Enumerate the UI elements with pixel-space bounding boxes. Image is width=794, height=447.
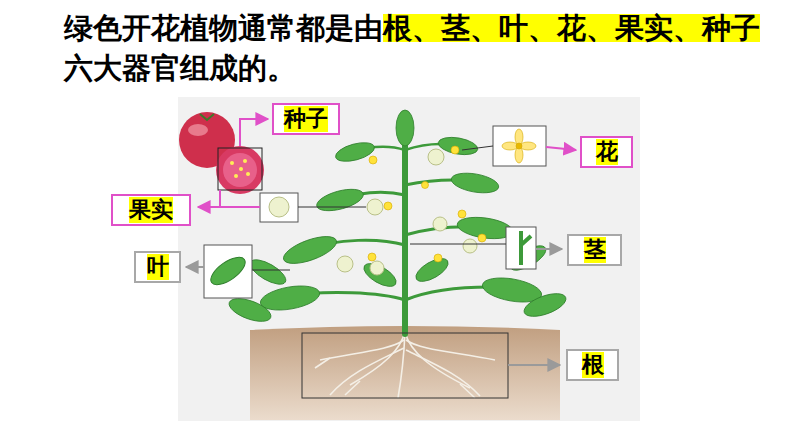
stem-thumbnail	[521, 231, 531, 265]
leader-lines	[462, 146, 493, 150]
pink-arrows	[240, 119, 268, 146]
stem-thumbnail	[506, 227, 536, 269]
label-box: 茎	[567, 234, 622, 266]
pink-arrows	[198, 206, 260, 208]
flower-thumbnail	[493, 126, 546, 166]
grey-arrows	[186, 266, 204, 268]
grey-arrows	[536, 248, 562, 250]
title: 绿色开花植物通常都是由根、茎、叶、花、果实、种子六大器官组成的。	[64, 8, 764, 88]
flowers	[478, 234, 486, 242]
tomato-thumbnails	[230, 159, 250, 178]
leaves	[334, 139, 377, 165]
label-box: 果实	[111, 194, 191, 226]
tomato-thumbnails	[234, 174, 238, 178]
label-box: 叶	[134, 251, 181, 283]
flower-thumbnail	[515, 147, 523, 163]
soil	[250, 326, 560, 420]
tomato-thumbnails	[200, 114, 214, 120]
leaves	[226, 294, 274, 326]
organ-label: 叶	[147, 254, 169, 280]
flower-thumbnail	[493, 126, 546, 166]
roots	[315, 358, 475, 398]
flowers	[422, 182, 429, 189]
tomato-thumbnails	[188, 124, 208, 136]
flowers	[458, 210, 466, 218]
stem	[402, 140, 408, 334]
flower-thumbnail	[502, 142, 518, 150]
leaves	[226, 110, 569, 326]
picture-ground	[178, 97, 640, 421]
roots	[350, 332, 405, 385]
fruits	[367, 199, 383, 215]
fruits	[428, 149, 444, 165]
leaf-thumbnail	[204, 245, 252, 298]
fruit-thumbnail	[260, 193, 298, 222]
stem	[280, 140, 520, 334]
fruit-thumbnail	[269, 197, 289, 217]
fruits	[337, 256, 353, 272]
flower-thumbnail	[502, 129, 536, 163]
tomato-thumbnails	[179, 112, 264, 194]
pink-arrows	[219, 190, 221, 206]
leaves	[247, 255, 290, 289]
tomato-thumbnails	[218, 148, 262, 190]
roots	[330, 348, 404, 395]
fruits	[370, 261, 384, 275]
label-box: 花	[580, 136, 633, 168]
organ-label: 根	[582, 352, 604, 378]
leaves	[396, 110, 414, 146]
leaves	[259, 282, 322, 314]
pink-arrows	[198, 119, 576, 207]
root-frame	[302, 333, 508, 398]
pink-arrows	[546, 147, 576, 150]
flowers	[434, 254, 442, 262]
leaves	[314, 185, 365, 215]
leaf-thumbnail	[204, 245, 252, 298]
root-frame	[302, 333, 508, 398]
tomato-thumbnails	[239, 167, 243, 171]
stem-thumbnail	[506, 227, 536, 269]
fruits	[433, 217, 447, 231]
leaves	[456, 214, 514, 242]
tomato-thumbnails	[223, 153, 257, 187]
grey-arrows	[186, 249, 562, 365]
leaf-thumbnail	[206, 252, 249, 290]
tomato-thumbnails	[230, 161, 234, 165]
flower-thumbnail	[515, 129, 523, 145]
flower-thumbnail	[520, 142, 536, 150]
fruit-thumbnail	[260, 193, 298, 222]
organ-label: 茎	[584, 237, 606, 263]
label-box: 种子	[272, 103, 340, 135]
grey-arrows	[508, 364, 560, 366]
flowers	[451, 146, 459, 154]
organ-label: 种子	[284, 106, 328, 132]
leader-lines	[252, 270, 290, 271]
organ-label: 果实	[129, 197, 173, 223]
leaves	[521, 289, 569, 321]
roots	[320, 340, 404, 360]
leaves	[412, 254, 451, 286]
soil	[250, 326, 560, 420]
leaves	[450, 170, 500, 196]
organ-label: 花	[596, 139, 618, 165]
leaves	[280, 231, 339, 269]
tomato-thumbnails	[216, 146, 264, 194]
flowers	[369, 156, 377, 164]
tomato-thumbnails	[243, 159, 247, 163]
tomato-thumbnails	[246, 172, 250, 176]
leader-lines	[252, 146, 506, 270]
leaves	[360, 259, 399, 291]
fruits	[337, 149, 477, 275]
label-box: 根	[566, 349, 619, 381]
flowers	[368, 146, 486, 262]
leader-lines	[298, 207, 366, 208]
flowers	[384, 202, 392, 210]
roots	[315, 332, 495, 398]
flower-thumbnail	[516, 143, 522, 149]
roots	[406, 350, 480, 396]
flowers	[368, 253, 376, 261]
leader-lines	[410, 244, 506, 245]
fruits	[463, 239, 477, 253]
